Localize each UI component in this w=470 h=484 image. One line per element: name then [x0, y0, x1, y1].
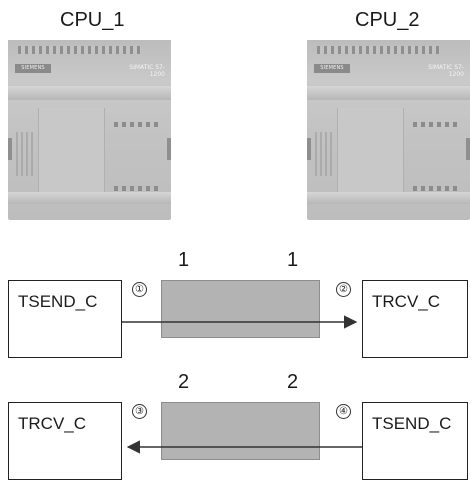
- side-clip: [8, 138, 12, 160]
- upper-bar: [8, 86, 171, 100]
- row2-data-buffer: [161, 402, 320, 460]
- row2-left-block: TRCV_C: [8, 402, 122, 480]
- terminal-row: [317, 46, 440, 54]
- row2-right-marker: ④: [336, 404, 351, 419]
- cpu-1-device: SIEMENS SIMATIC S7-1200: [8, 40, 171, 220]
- row1-data-buffer: [161, 280, 320, 338]
- row2-right-block: TSEND_C: [362, 402, 468, 480]
- row2-left-marker: ③: [132, 404, 147, 419]
- upper-bar: [307, 86, 470, 100]
- row1-left-marker: ①: [132, 282, 147, 297]
- row1-right-block: TRCV_C: [362, 280, 468, 358]
- lower-bar: [307, 192, 470, 204]
- brand-badge: SIEMENS: [15, 64, 51, 73]
- row1-left-block: TSEND_C: [8, 280, 122, 358]
- row1-left-number: 1: [178, 249, 190, 271]
- row1-right-marker: ②: [336, 282, 351, 297]
- row2-left-number: 2: [178, 371, 190, 393]
- side-clip: [466, 138, 470, 160]
- row1-right-number: 1: [287, 249, 299, 271]
- model-label: SIMATIC S7-1200: [129, 64, 165, 78]
- lower-bar: [8, 192, 171, 204]
- side-clip: [307, 138, 311, 160]
- block-label: TSEND_C: [18, 292, 98, 311]
- status-leds: [16, 132, 36, 176]
- center-panel: [38, 108, 105, 192]
- block-label: TSEND_C: [372, 414, 452, 433]
- io-led-row: [413, 122, 461, 127]
- io-led-row: [114, 186, 162, 191]
- center-panel: [337, 108, 404, 192]
- block-label: TRCV_C: [18, 414, 87, 433]
- terminal-row: [18, 46, 141, 54]
- row2-right-number: 2: [287, 371, 299, 393]
- io-led-row: [413, 186, 461, 191]
- status-leds: [315, 132, 335, 176]
- cpu-2-title: CPU_2: [355, 9, 420, 31]
- block-label: TRCV_C: [372, 292, 441, 311]
- model-label: SIMATIC S7-1200: [428, 64, 464, 78]
- brand-badge: SIEMENS: [314, 64, 350, 73]
- cpu-2-device: SIEMENS SIMATIC S7-1200: [307, 40, 470, 220]
- cpu-1-title: CPU_1: [60, 9, 125, 31]
- io-led-row: [114, 122, 162, 127]
- side-clip: [167, 138, 171, 160]
